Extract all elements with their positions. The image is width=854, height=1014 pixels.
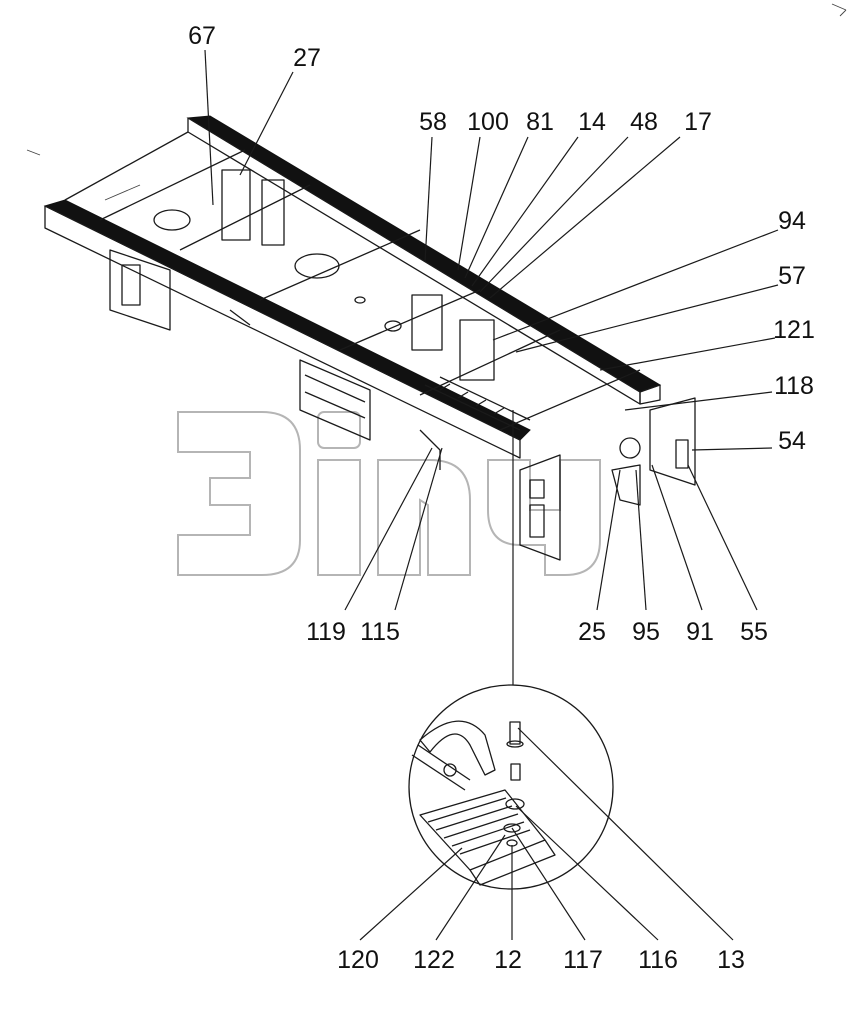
callout-17: 17 xyxy=(684,108,712,136)
callout-115: 115 xyxy=(360,618,400,646)
leader-lines xyxy=(204,49,779,941)
callout-27: 27 xyxy=(293,44,321,72)
watermark-logo xyxy=(177,411,601,576)
callout-48: 48 xyxy=(630,108,658,136)
callout-100: 100 xyxy=(467,108,509,136)
callout-67: 67 xyxy=(188,22,216,50)
callout-labels: 67 27 58 100 81 14 48 17 94 57 121 118 5… xyxy=(188,22,815,974)
callout-95: 95 xyxy=(632,618,660,646)
callout-94: 94 xyxy=(778,207,806,235)
callout-120: 120 xyxy=(337,946,379,974)
callout-55: 55 xyxy=(740,618,768,646)
callout-119: 119 xyxy=(306,618,346,646)
callout-81: 81 xyxy=(526,108,554,136)
callout-12: 12 xyxy=(494,946,522,974)
callout-116: 116 xyxy=(638,946,678,974)
callout-13: 13 xyxy=(717,946,745,974)
callout-54: 54 xyxy=(778,427,806,455)
callout-118: 118 xyxy=(774,372,814,400)
callout-117: 117 xyxy=(563,946,603,974)
detail-view xyxy=(408,410,614,890)
callout-25: 25 xyxy=(578,618,606,646)
callout-121: 121 xyxy=(773,316,815,344)
callout-91: 91 xyxy=(686,618,714,646)
callout-14: 14 xyxy=(578,108,606,136)
corner-mark-icon xyxy=(831,3,847,17)
main-frame xyxy=(26,115,696,561)
callout-57: 57 xyxy=(778,262,806,290)
callout-58: 58 xyxy=(419,108,447,136)
callout-122: 122 xyxy=(413,946,455,974)
